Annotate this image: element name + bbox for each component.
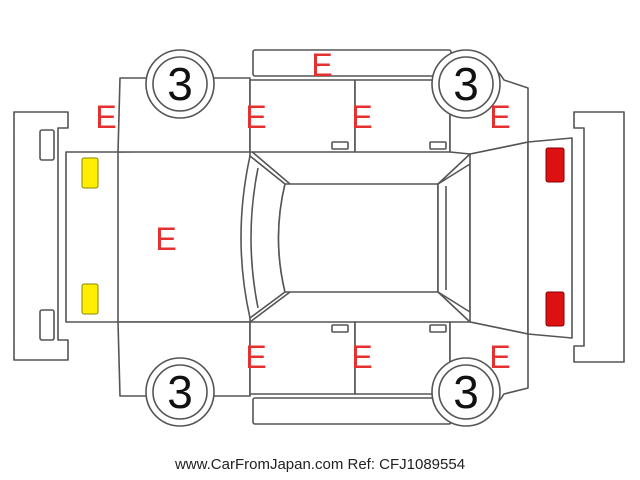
damage-mark-left-front-fender: E [95,99,116,135]
wheel-rear-right: 3 [431,357,501,427]
top-sill-strip [252,49,452,77]
rear-bumper [573,111,625,363]
wheel-front-left-rating: 3 [167,58,193,110]
wheel-rear-left: 3 [431,49,501,119]
bottom-sill-strip [252,397,452,425]
front-left-light [81,157,99,189]
wheel-front-right-rating: 3 [167,366,193,418]
rear-left-light [545,147,565,183]
damage-mark-right-front-door: E [245,339,266,375]
damage-mark-left-front-door: E [245,99,266,135]
wheel-front-left: 3 [145,49,215,119]
damage-mark-left-rear-door: E [351,99,372,135]
car-body-top [65,137,573,339]
damage-mark-left-rear-quarter: E [489,99,510,135]
rear-right-light [545,291,565,327]
reference-footer: www.CarFromJapan.com Ref: CFJ1089554 [174,456,466,473]
front-right-light [81,283,99,315]
wheel-front-right: 3 [145,357,215,427]
damage-mark-right-rear-door: E [351,339,372,375]
damage-mark-top-strip: E [311,47,332,83]
damage-mark-hood: E [155,221,176,257]
wheel-rear-left-rating: 3 [453,58,479,110]
front-bumper [13,111,69,361]
wheel-rear-right-rating: 3 [453,366,479,418]
damage-mark-right-rear-quarter: E [489,339,510,375]
